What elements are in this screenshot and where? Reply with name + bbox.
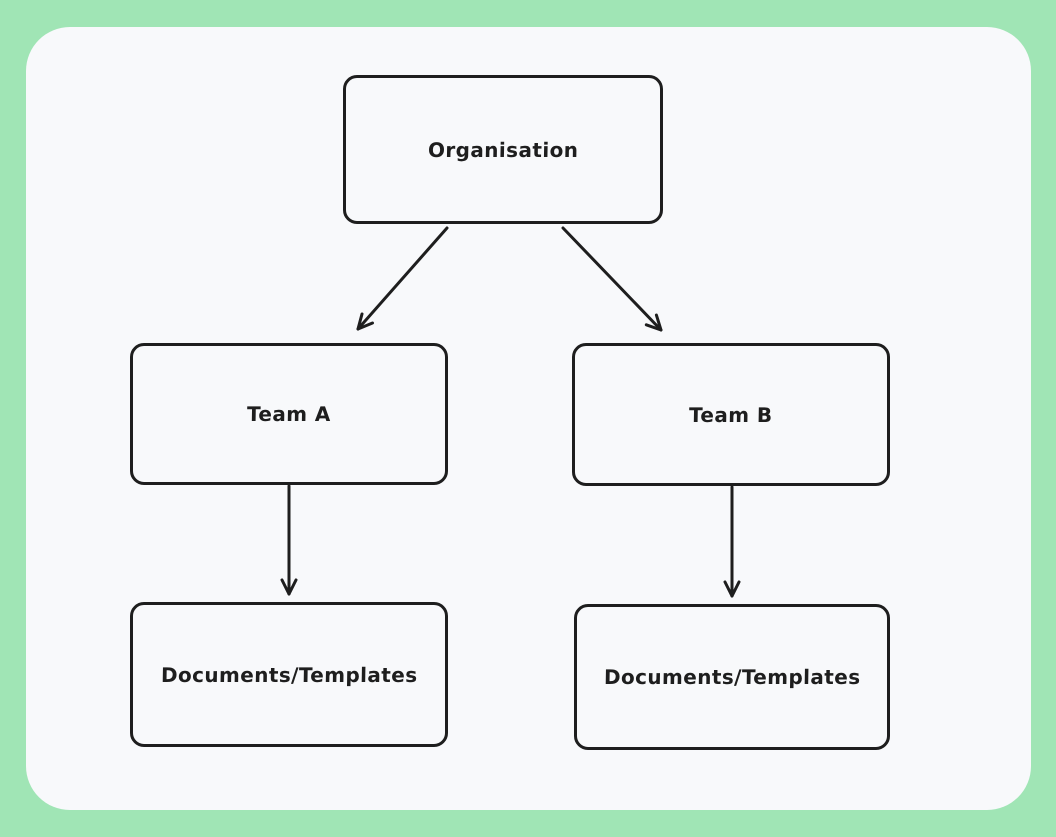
node-team-a[interactable]: Team A — [130, 343, 448, 485]
node-documents-templates-b-label: Documents/Templates — [603, 665, 861, 689]
edge-team-a-to-documents-a[interactable] — [280, 484, 298, 596]
node-documents-templates-b[interactable]: Documents/Templates — [574, 604, 890, 750]
node-team-b-label: Team B — [689, 402, 773, 427]
node-documents-templates-a-label: Documents/Templates — [160, 662, 418, 687]
node-organisation[interactable]: Organisation — [343, 75, 663, 224]
edge-team-b-to-documents-b[interactable] — [723, 485, 741, 598]
edge-organisation-to-team-a[interactable] — [356, 226, 449, 331]
node-documents-templates-a[interactable]: Documents/Templates — [130, 602, 448, 747]
edge-organisation-to-team-b[interactable] — [561, 226, 663, 332]
node-team-b[interactable]: Team B — [572, 343, 890, 486]
node-team-a-label: Team A — [246, 402, 332, 426]
node-organisation-label: Organisation — [427, 137, 579, 162]
